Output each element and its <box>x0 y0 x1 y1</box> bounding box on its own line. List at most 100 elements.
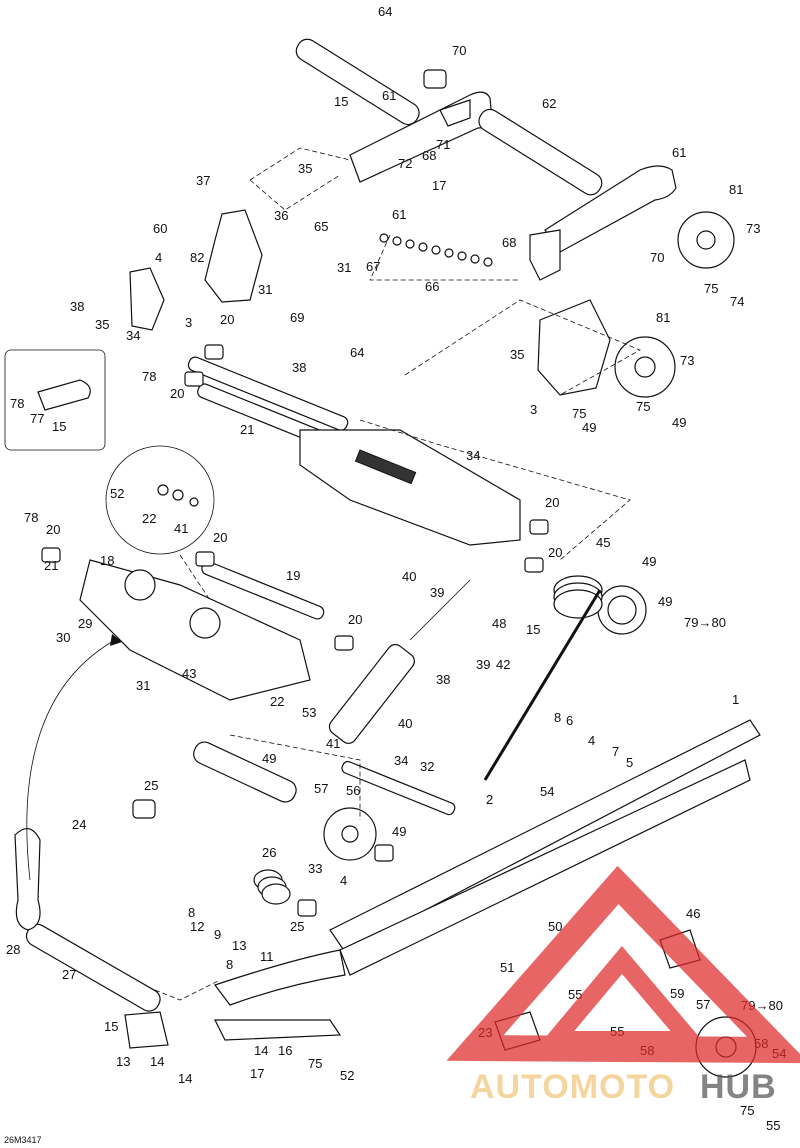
callout-20e: 20 <box>213 530 227 545</box>
callout-31e: 33 <box>308 861 322 876</box>
callout-25b: 25 <box>290 919 304 934</box>
callout-63: 62 <box>542 96 556 111</box>
callout-15b: 15 <box>52 419 66 434</box>
callout-46: 49 <box>658 594 672 609</box>
callout-17: 17 <box>432 178 446 193</box>
callout-3b: 3 <box>530 402 537 417</box>
callout-45: 49 <box>642 554 656 569</box>
callout-41: 41 <box>174 521 188 536</box>
callout-73b: 73 <box>680 353 694 368</box>
callout-19: 19 <box>286 568 300 583</box>
callout-30: 30 <box>56 630 70 645</box>
callout-20d: 20 <box>46 522 60 537</box>
callout-78b: 78 <box>24 510 38 525</box>
callout-38b: 38 <box>436 672 450 687</box>
watermark-text-a: AUTOMOTO <box>470 1068 675 1106</box>
callout-75d: 75 <box>308 1056 322 1071</box>
callout-77: 78 <box>10 396 24 411</box>
callout-61b: 61 <box>672 145 686 160</box>
callout-51: 53 <box>302 705 316 720</box>
callout-13: 14 <box>178 1071 192 1086</box>
callout-21: 21 <box>240 422 254 437</box>
callout-6: 5 <box>626 755 633 770</box>
callout-47: 49 <box>262 751 276 766</box>
callout-57b: 57 <box>696 997 710 1012</box>
callout-49c: 50 <box>548 919 562 934</box>
callout-11: 12 <box>190 919 204 934</box>
callout-5: 4 <box>588 733 595 748</box>
callout-60: 60 <box>153 221 167 236</box>
callout-67: 67 <box>366 259 380 274</box>
callout-31: 31 <box>337 260 351 275</box>
callout-41d: 41 <box>326 736 340 751</box>
callout-82: 82 <box>190 250 204 265</box>
figure-code: 26M3417 <box>4 1135 42 1145</box>
callout-22: 22 <box>142 511 156 526</box>
callout-35: 35 <box>298 161 312 176</box>
callout-33: 34 <box>394 753 408 768</box>
callout-15: 15 <box>334 94 348 109</box>
callout-54: 55 <box>766 1118 780 1133</box>
callout-76: 77 <box>30 411 44 426</box>
callout-62: 61 <box>392 207 406 222</box>
watermark-text-b: HUB <box>700 1068 777 1106</box>
callout-2: 2 <box>486 792 493 807</box>
callout-labels: 64 70 61 15 62 71 68 72 35 61 37 17 81 6… <box>6 4 786 1133</box>
callout-8: 8 <box>554 710 561 725</box>
callout-25: 25 <box>144 778 158 793</box>
callout-8c: 8 <box>226 957 233 972</box>
callout-28: 28 <box>6 942 20 957</box>
callout-64b: 64 <box>350 345 364 360</box>
rear-suspension-parts <box>14 38 761 1078</box>
callout-20b: 20 <box>170 386 184 401</box>
callout-15d: 15 <box>104 1019 118 1034</box>
callout-37: 38 <box>292 360 306 375</box>
callout-31b: 31 <box>258 282 272 297</box>
callout-4b: 4 <box>340 873 347 888</box>
callout-8b: 8 <box>188 905 195 920</box>
callout-12: 13 <box>116 1054 130 1069</box>
callout-39b: 39 <box>476 657 490 672</box>
detail-insets <box>4 349 215 601</box>
callout-72: 72 <box>398 156 412 171</box>
callout-22b: 22 <box>270 694 284 709</box>
callout-52: 54 <box>540 784 554 799</box>
callout-20f: 20 <box>548 545 562 560</box>
callout-41b: 42 <box>496 657 510 672</box>
callout-35b: 36 <box>274 208 288 223</box>
callout-27: 27 <box>62 967 76 982</box>
callout-26: 26 <box>262 845 276 860</box>
callout-1: 1 <box>732 692 739 707</box>
callout-40: 40 <box>402 569 416 584</box>
callout-68: 68 <box>422 148 436 163</box>
callout-14: 14 <box>254 1043 268 1058</box>
callout-41c: 43 <box>182 666 196 681</box>
callout-32: 34 <box>466 448 480 463</box>
callout-49d: 51 <box>500 960 514 975</box>
callout-20c: 20 <box>545 495 559 510</box>
callout-78c: 79→80 <box>684 615 726 630</box>
callout-71: 71 <box>436 137 450 152</box>
callout-61: 61 <box>382 88 396 103</box>
callout-20g: 20 <box>348 612 362 627</box>
callout-14b: 14 <box>150 1054 164 1069</box>
callout-69: 69 <box>290 310 304 325</box>
callout-31c: 31 <box>136 678 150 693</box>
callout-17b: 17 <box>250 1066 264 1081</box>
callout-75b: 75 <box>572 406 586 421</box>
callout-48: 49 <box>392 824 406 839</box>
callout-44: 48 <box>492 616 506 631</box>
callout-38: 38 <box>70 299 84 314</box>
callout-50: 52 <box>110 486 124 501</box>
callout-56: 56 <box>346 783 360 798</box>
callout-16: 16 <box>278 1043 292 1058</box>
callout-29: 29 <box>78 616 92 631</box>
callout-75e: 75 <box>740 1103 754 1118</box>
callout-18: 18 <box>100 553 114 568</box>
callout-59: 59 <box>670 986 684 1001</box>
callout-42: 45 <box>596 535 610 550</box>
callout-49b: 49 <box>672 415 686 430</box>
callout-20: 20 <box>220 312 234 327</box>
callout-7: 6 <box>566 713 573 728</box>
callout-36: 37 <box>196 173 210 188</box>
